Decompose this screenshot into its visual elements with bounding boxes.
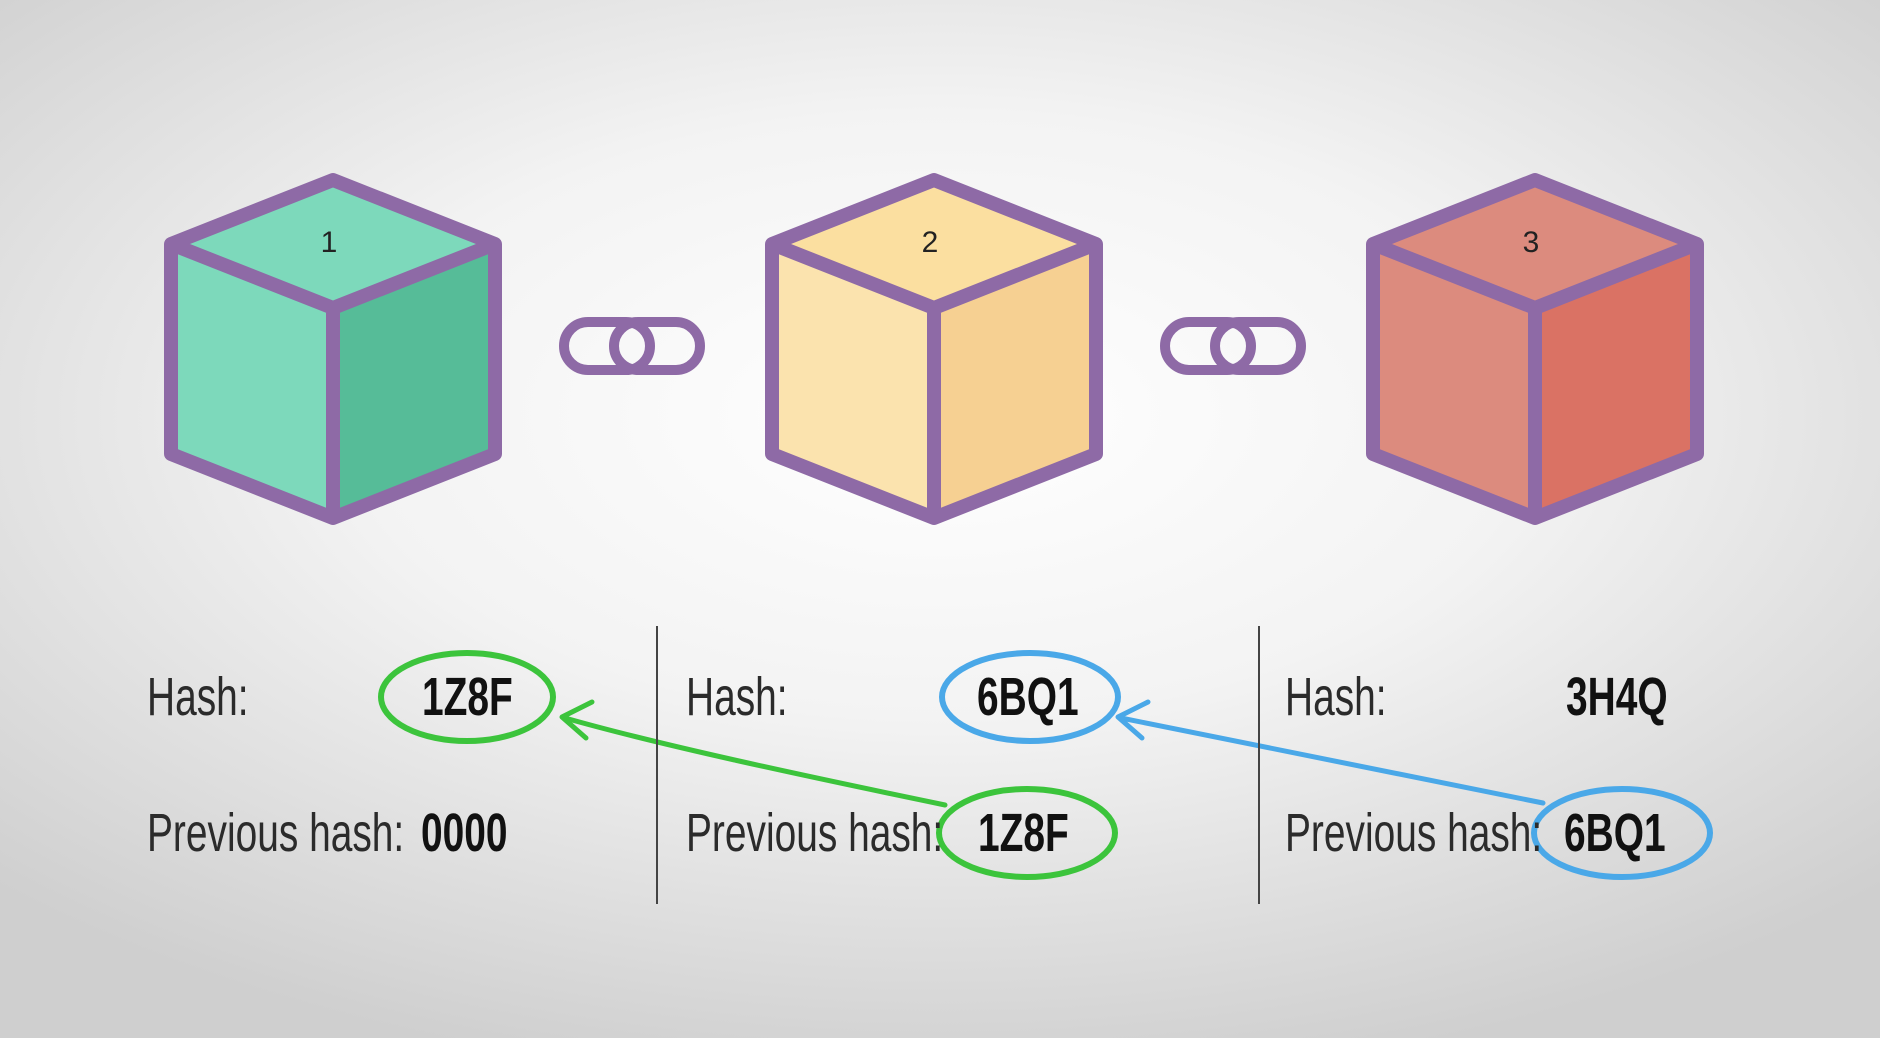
block-2-prev-label: Previous hash:	[686, 803, 944, 863]
block-2-cube: 2	[765, 173, 1103, 525]
hash-2-highlight	[939, 650, 1121, 744]
block-1-hash-value: 1Z8F	[422, 667, 513, 727]
block-3-cube: 3	[1366, 173, 1704, 525]
block-2-number: 2	[922, 226, 939, 259]
prev-hash-2-highlight	[936, 786, 1118, 880]
blue-link-arrow	[1115, 699, 1546, 806]
chain-link-icon	[559, 317, 705, 375]
column-separator	[656, 626, 658, 904]
block-2-hash-label: Hash:	[686, 667, 788, 727]
block-2-hash-value: 6BQ1	[977, 667, 1079, 727]
chain-link-icon	[1160, 317, 1306, 375]
hash-1-highlight	[378, 650, 556, 744]
green-link-arrow	[559, 699, 948, 808]
column-separator	[1258, 626, 1260, 904]
block-3-hash-label: Hash:	[1285, 667, 1387, 727]
block-1-prev-label: Previous hash:	[147, 803, 405, 863]
block-1-number: 1	[321, 226, 338, 259]
block-3-prev-value: 6BQ1	[1564, 803, 1666, 863]
block-1-prev-value: 0000	[421, 803, 508, 863]
block-2-prev-value: 1Z8F	[978, 803, 1069, 863]
block-1-cube: 1	[164, 173, 502, 525]
block-3-hash-value: 3H4Q	[1566, 667, 1668, 727]
block-1-hash-label: Hash:	[147, 667, 249, 727]
block-3-number: 3	[1523, 226, 1540, 259]
block-3-prev-label: Previous hash:	[1285, 803, 1543, 863]
prev-hash-3-highlight	[1531, 786, 1713, 880]
